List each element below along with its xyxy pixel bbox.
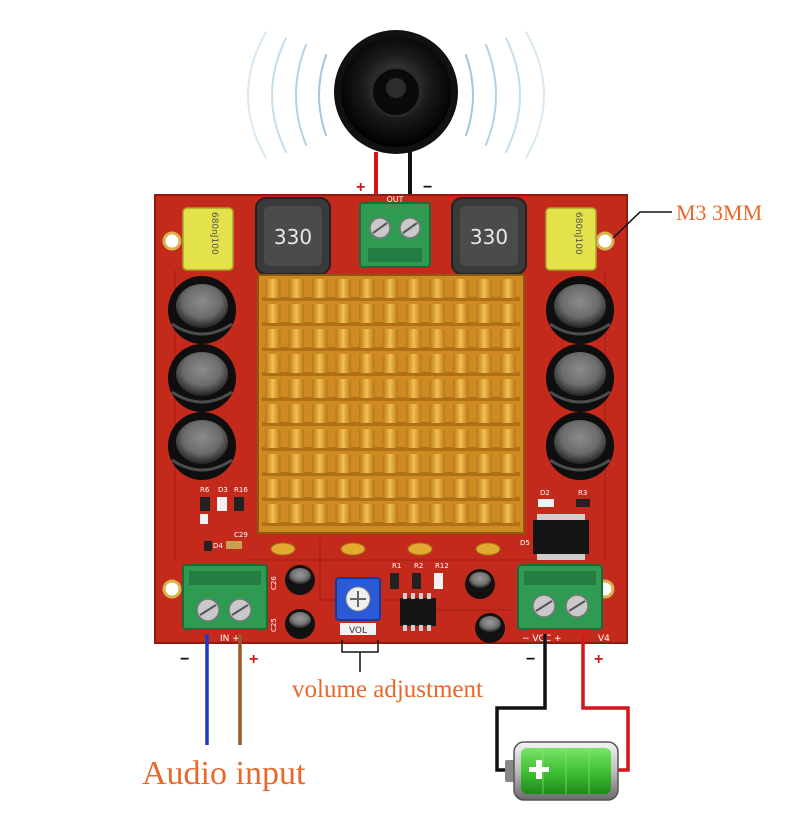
heatsink bbox=[257, 274, 525, 534]
svg-text:IN +: IN + bbox=[220, 634, 240, 644]
volume-potentiometer: VOL bbox=[335, 577, 381, 636]
mount-hole-callout: M3 3MM bbox=[612, 200, 762, 239]
svg-text:D2: D2 bbox=[540, 489, 550, 497]
power-wire-plus bbox=[581, 634, 630, 772]
svg-text:R2: R2 bbox=[414, 562, 423, 570]
speaker-icon bbox=[334, 30, 458, 154]
mount-holes bbox=[162, 231, 615, 599]
battery-icon bbox=[505, 741, 619, 801]
inductor-left: 330 bbox=[255, 197, 331, 275]
smd-components: R6 D3 R16 D4 C29 R1 R2 R12 D2 R3 D5 bbox=[200, 486, 590, 589]
svg-text:330: 330 bbox=[274, 225, 312, 249]
volume-callout: volume adjustment bbox=[292, 640, 483, 703]
svg-text:VOL: VOL bbox=[349, 626, 367, 636]
output-terminal: OUT bbox=[359, 195, 431, 268]
volume-label: volume adjustment bbox=[292, 676, 483, 703]
svg-text:R6: R6 bbox=[200, 486, 210, 494]
svg-text:330: 330 bbox=[470, 225, 508, 249]
power-minus-label: − bbox=[526, 651, 535, 668]
film-capacitor-left: 680nJ100 bbox=[182, 207, 234, 271]
power-plus-label: + bbox=[594, 651, 603, 668]
out-plus-label: + bbox=[356, 179, 365, 196]
audio-input-label: Audio input bbox=[142, 755, 306, 792]
svg-text:R12: R12 bbox=[435, 562, 449, 570]
svg-text:− VCC +: − VCC + bbox=[522, 634, 562, 644]
power-wire-minus bbox=[495, 634, 547, 772]
svg-text:R16: R16 bbox=[234, 486, 248, 494]
svg-text:C25: C25 bbox=[270, 618, 278, 632]
svg-text:D4: D4 bbox=[213, 542, 223, 550]
svg-text:C29: C29 bbox=[234, 531, 248, 539]
svg-text:680nJ100: 680nJ100 bbox=[573, 212, 583, 255]
ic-chip bbox=[400, 593, 436, 631]
resistor-row bbox=[270, 542, 501, 556]
svg-text:D3: D3 bbox=[218, 486, 228, 494]
svg-text:R1: R1 bbox=[392, 562, 401, 570]
input-plus-label: + bbox=[249, 651, 258, 668]
inductor-right: 330 bbox=[451, 197, 527, 275]
svg-text:V4: V4 bbox=[598, 634, 610, 644]
electrolytic-caps-left bbox=[168, 276, 236, 480]
svg-text:R3: R3 bbox=[578, 489, 587, 497]
svg-text:C26: C26 bbox=[270, 576, 278, 590]
power-terminal: − VCC + V4 bbox=[517, 564, 610, 644]
svg-text:OUT: OUT bbox=[386, 195, 403, 204]
sound-waves bbox=[247, 31, 545, 159]
svg-text:D5: D5 bbox=[520, 539, 530, 547]
small-caps-left: C26 C25 bbox=[270, 565, 315, 639]
out-minus-label: − bbox=[423, 179, 432, 196]
mount-hole-label: M3 3MM bbox=[676, 200, 762, 225]
input-terminal: IN + bbox=[182, 564, 268, 644]
input-minus-label: − bbox=[180, 651, 189, 668]
small-caps-right bbox=[465, 569, 505, 643]
electrolytic-caps-right bbox=[546, 276, 614, 480]
svg-text:680nJ100: 680nJ100 bbox=[209, 212, 219, 255]
film-capacitor-right: 680nJ100 bbox=[545, 207, 597, 271]
